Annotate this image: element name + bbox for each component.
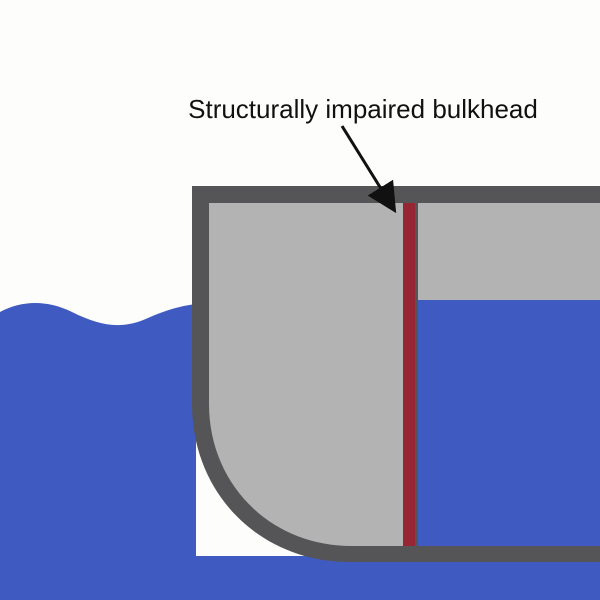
impaired-bulkhead — [403, 203, 415, 546]
left-compartment-dry — [209, 203, 403, 546]
right-compartment-flooded-water — [418, 300, 600, 546]
annotation-arrow — [340, 125, 397, 214]
right-compartment-air — [418, 203, 600, 300]
sea-water-below-hull — [0, 556, 600, 600]
sea-water — [0, 303, 196, 600]
annotation-label: Structurally impaired bulkhead — [188, 94, 538, 124]
